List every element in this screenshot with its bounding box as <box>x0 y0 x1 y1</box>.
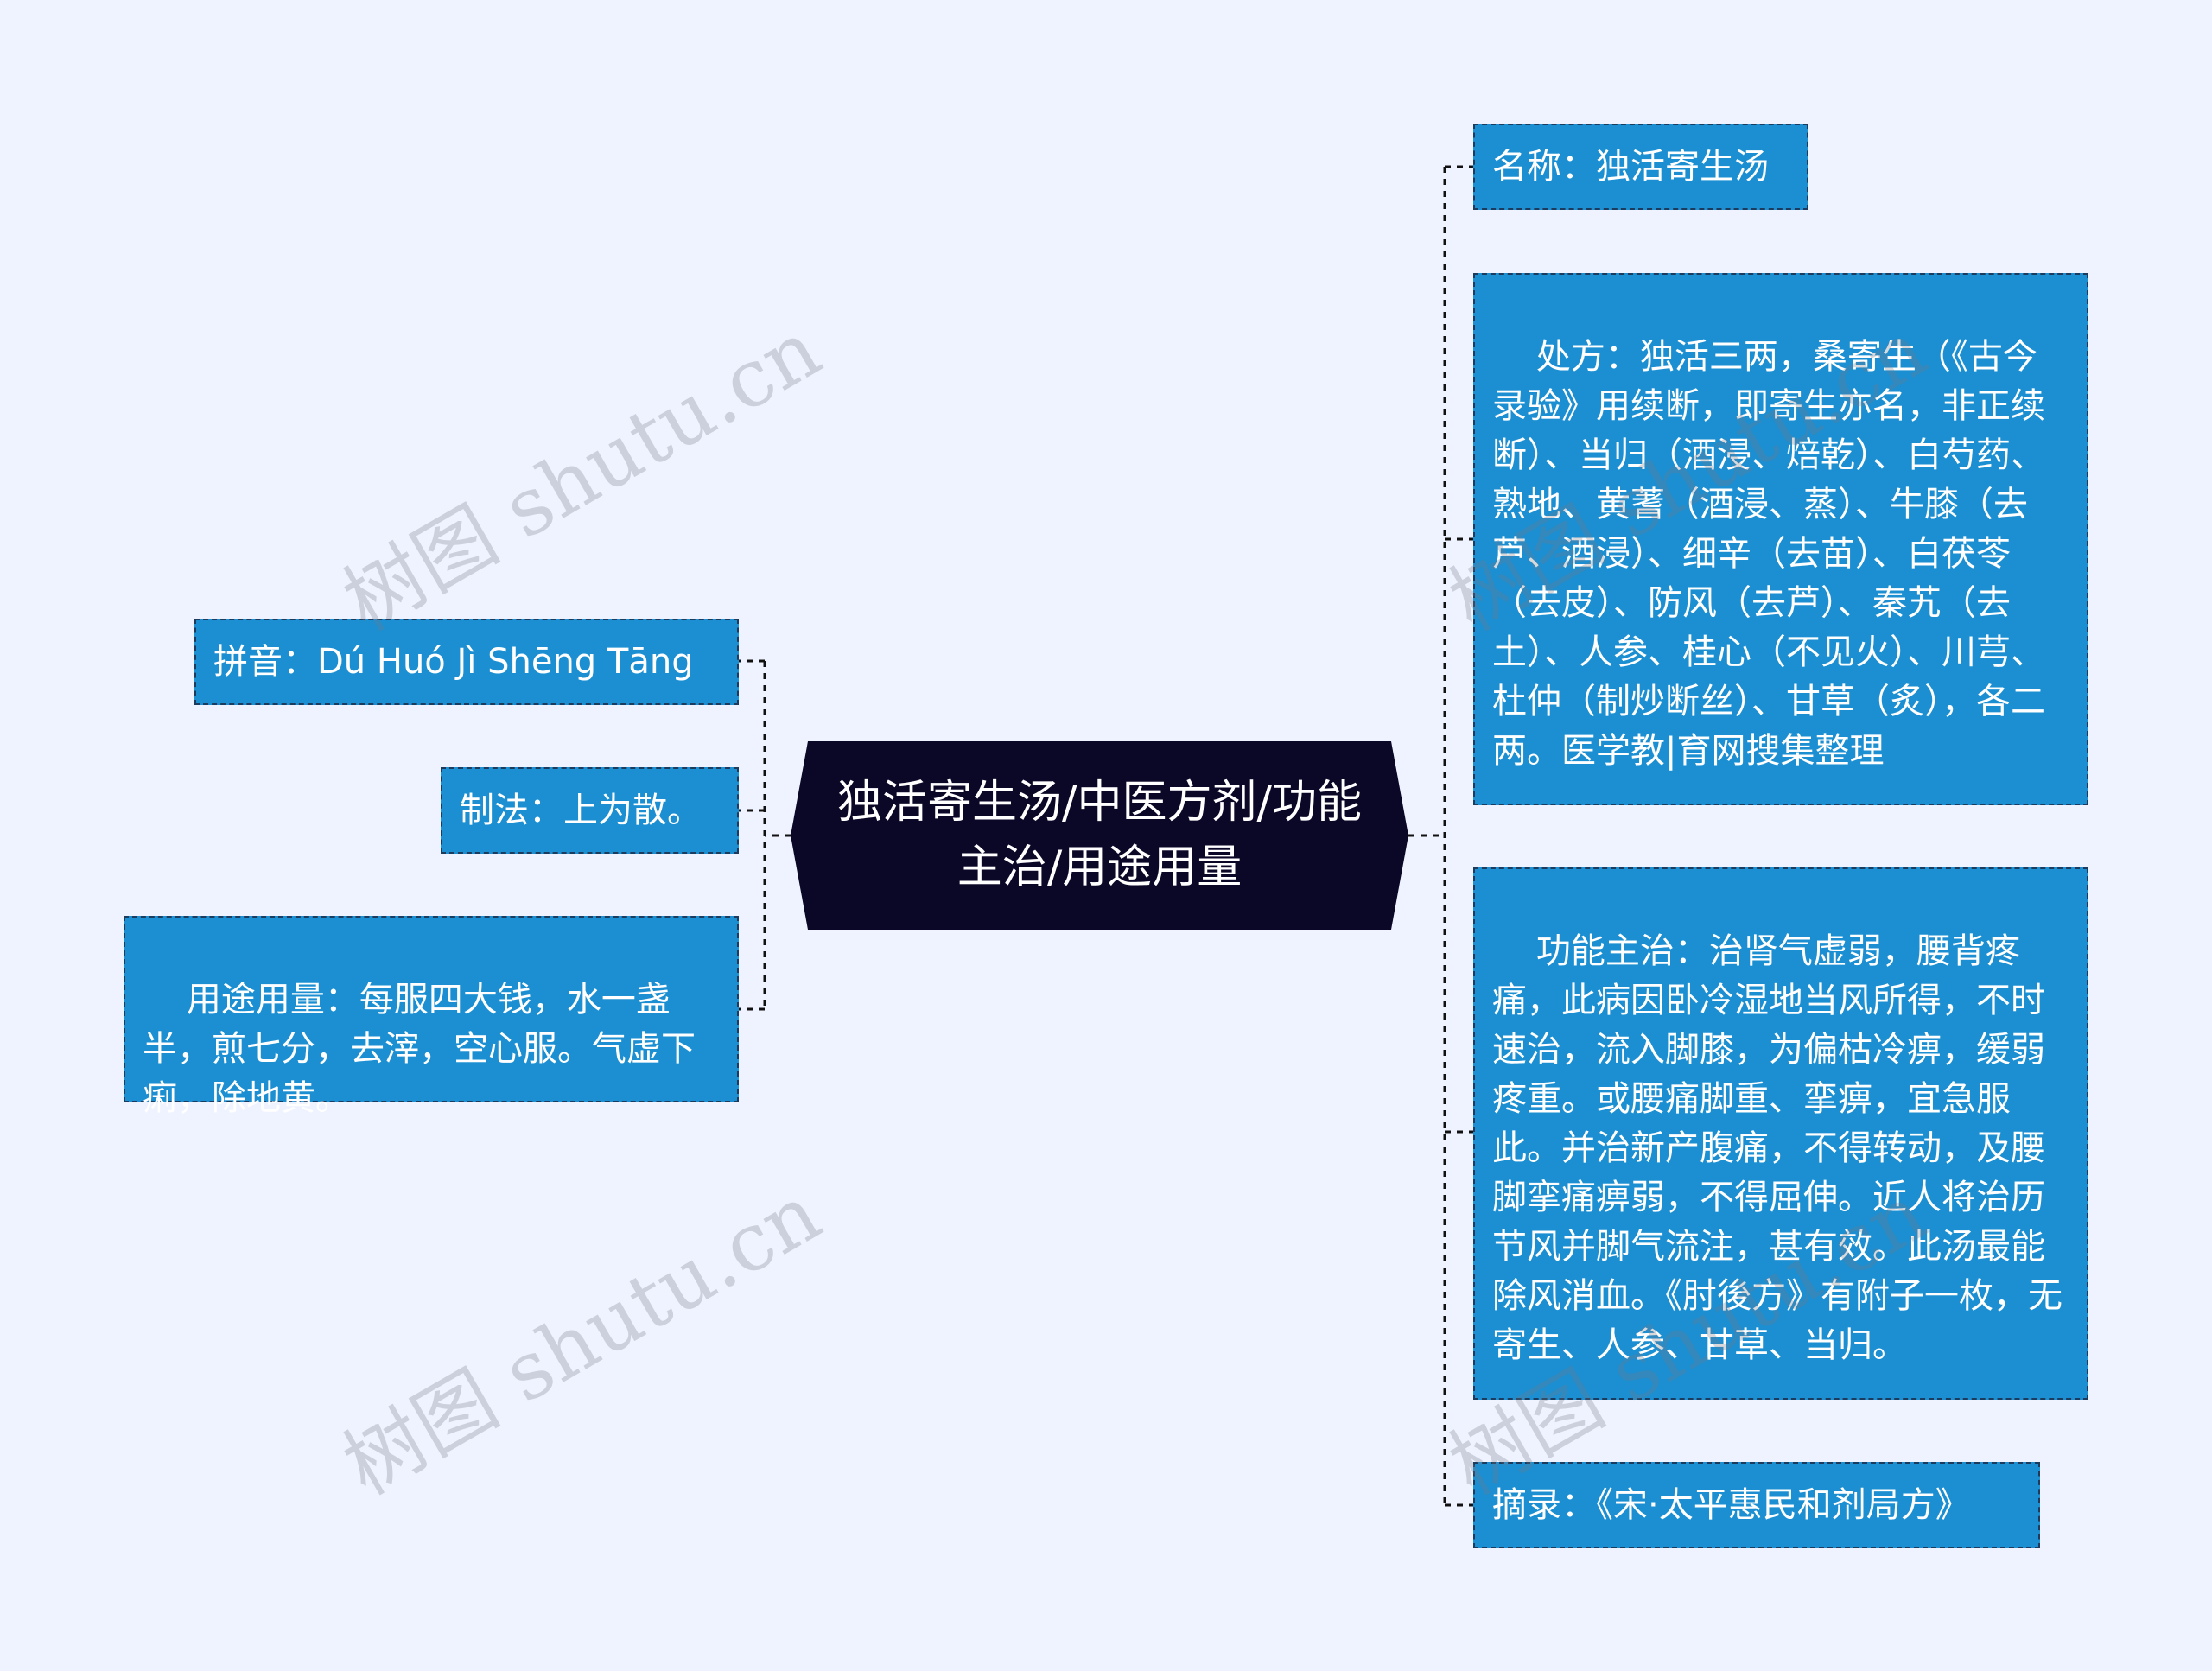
node-preparation-method-label: 制法：上为散。 <box>460 790 702 830</box>
node-name-label: 名称：独活寄生汤 <box>1492 146 1769 187</box>
node-usage-dosage[interactable]: 用途用量：每服四大钱，水一盏半，煎七分，去滓，空心服。气虚下痢，除地黄。 <box>124 916 739 1118</box>
node-function-indication-label: 功能主治：治肾气虚弱，腰背疼痛，此病因卧冷湿地当风所得，不时速治，流入脚膝，为偏… <box>1492 931 2063 1365</box>
node-prescription-label: 处方：独活三两，桑寄生（《古今录验》用续断，即寄生亦名，非正续断）、当归（酒浸、… <box>1492 337 2045 771</box>
node-usage-dosage-label: 用途用量：每服四大钱，水一盏半，煎七分，去滓，空心服。气虚下痢，除地黄。 <box>143 980 696 1118</box>
node-prescription[interactable]: 处方：独活三两，桑寄生（《古今录验》用续断，即寄生亦名，非正续断）、当归（酒浸、… <box>1473 273 2088 805</box>
node-name[interactable]: 名称：独活寄生汤 <box>1473 124 1808 210</box>
node-preparation-method[interactable]: 制法：上为散。 <box>441 767 739 854</box>
node-pinyin[interactable]: 拼音：Dú Huó Jì Shēng Tāng <box>194 619 739 705</box>
node-pinyin-label: 拼音：Dú Huó Jì Shēng Tāng <box>213 641 694 682</box>
node-excerpt[interactable]: 摘录：《宋·太平惠民和剂局方》 <box>1473 1462 2040 1548</box>
central-topic[interactable]: 独活寄生汤/中医方剂/功能主治/用途用量 <box>791 741 1408 930</box>
central-topic-label: 独活寄生汤/中医方剂/功能主治/用途用量 <box>836 777 1363 893</box>
node-function-indication[interactable]: 功能主治：治肾气虚弱，腰背疼痛，此病因卧冷湿地当风所得，不时速治，流入脚膝，为偏… <box>1473 867 2088 1400</box>
node-excerpt-label: 摘录：《宋·太平惠民和剂局方》 <box>1492 1484 1970 1525</box>
